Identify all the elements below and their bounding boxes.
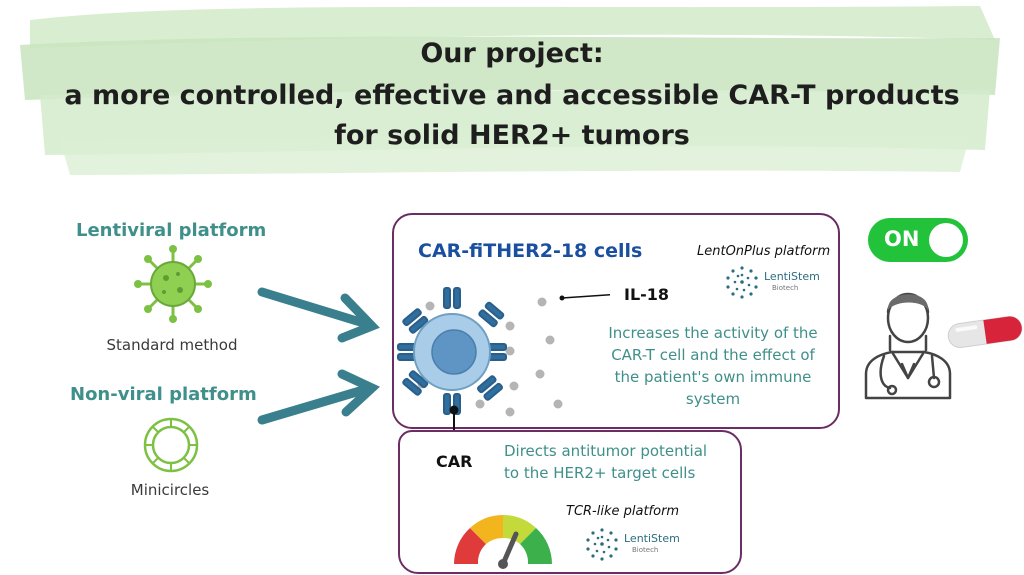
title-line-3: for solid HER2+ tumors <box>334 120 690 151</box>
lentonplus-platform-label: LentOnPlus platform <box>697 244 831 259</box>
lentistem-emblem-icon <box>586 528 618 561</box>
on-toggle[interactable]: ON <box>868 218 968 262</box>
lentistem-sub: Biotech <box>632 546 659 554</box>
lentistem-name: LentiStem <box>764 270 820 283</box>
main-box-title: CAR-fiTHER2-18 cells <box>418 240 643 262</box>
nonviral-platform-title: Non-viral platform <box>70 384 257 405</box>
title-line-1: Our project: <box>420 38 604 69</box>
lentistem-name: LentiStem <box>624 532 680 545</box>
lentiviral-caption: Standard method <box>106 336 238 354</box>
lentistem-logo: LentiStem Biotech <box>724 264 834 300</box>
lentistem-sub: Biotech <box>772 284 799 292</box>
title-line-2: a more controlled, effective and accessi… <box>64 80 960 111</box>
title-band: Our project: a more controlled, effectiv… <box>0 0 1024 180</box>
car-t-cell-diagram <box>397 287 610 436</box>
gauge-icon <box>454 515 552 569</box>
lower-arrow <box>257 383 375 425</box>
t-cell-nucleus <box>431 329 477 375</box>
nonviral-caption: Minicircles <box>130 481 210 499</box>
arrows <box>257 287 380 425</box>
toggle-knob <box>929 223 963 257</box>
doctor-icon <box>864 292 952 400</box>
tcr-like-platform-label: TCR-like platform <box>566 504 680 519</box>
virus-icon <box>134 245 212 323</box>
car-box <box>398 430 742 574</box>
lentistem-logo-2: LentiStem Biotech <box>584 526 694 562</box>
toggle-label: ON <box>884 227 920 251</box>
pill-icon <box>947 316 1023 348</box>
car-fither2-box <box>392 213 840 429</box>
minicircle-icon <box>143 417 199 473</box>
lower-box-description: Directs antitumor potential to the HER2+… <box>504 442 708 482</box>
main-box-description: Increases the activity of the CAR-T cell… <box>608 324 818 408</box>
lentiviral-platform-title: Lentiviral platform <box>76 220 267 241</box>
il18-label: IL-18 <box>624 285 670 304</box>
car-label: CAR <box>436 452 473 471</box>
brush-background <box>20 6 1000 175</box>
lentistem-emblem-icon <box>726 266 758 299</box>
upper-arrow <box>257 287 375 330</box>
